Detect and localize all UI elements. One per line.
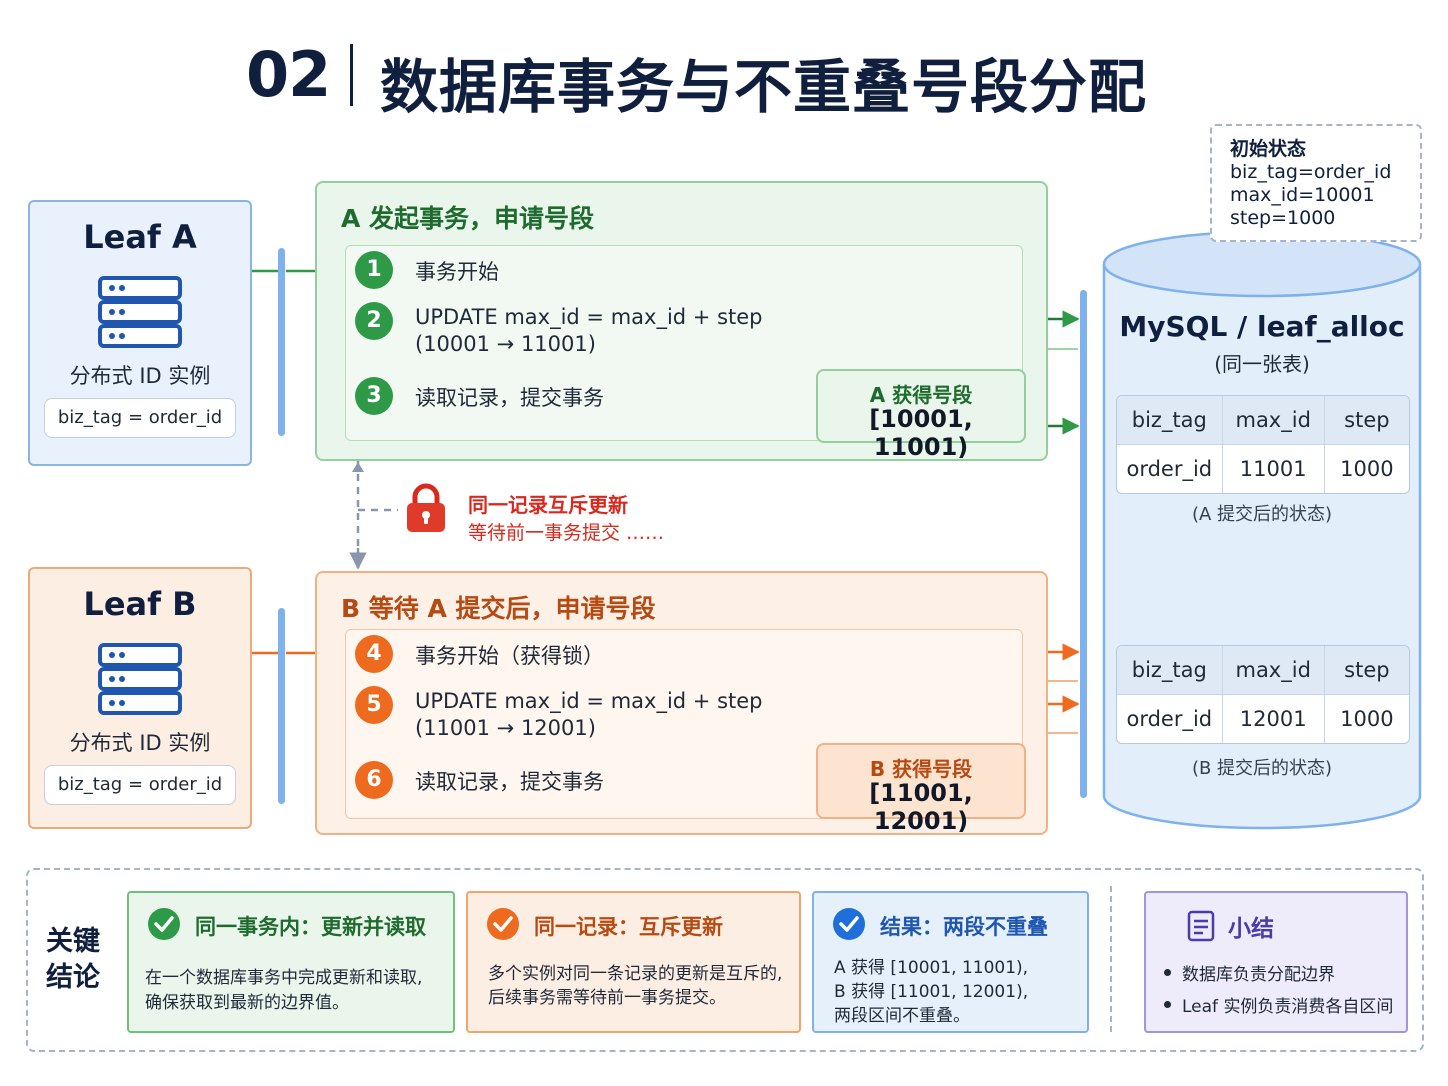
result-b-title: B 获得号段 bbox=[869, 757, 973, 781]
bullet bbox=[1164, 1001, 1171, 1008]
result-a-box: A 获得号段 [10001, 11001) bbox=[816, 369, 1026, 461]
leaf-b-card: Leaf B 分布式 ID 实例 biz_tag = order_id bbox=[28, 567, 252, 829]
db-table-a-caption: (A 提交后的状态) bbox=[1191, 504, 1333, 525]
card-line: 后续事务需等待前一事务提交。 bbox=[488, 988, 726, 1008]
table-cell: 11001 bbox=[1222, 444, 1325, 493]
lock-subtitle: 等待前一事务提交 …… bbox=[468, 522, 665, 544]
card-line: 在一个数据库事务中完成更新和读取, bbox=[145, 968, 423, 988]
db-table-b: biz_tag max_id step order_id 12001 1000 bbox=[1116, 645, 1410, 744]
document-icon bbox=[1187, 910, 1215, 942]
database-bus bbox=[1080, 290, 1087, 798]
step-text: 读取记录，提交事务 bbox=[415, 386, 604, 410]
initial-state-title: 初始状态 bbox=[1230, 138, 1307, 160]
database-subtitle: (同一张表) bbox=[1214, 352, 1310, 376]
table-cell: order_id bbox=[1117, 444, 1223, 493]
card-line: 多个实例对同一条记录的更新是互斥的, bbox=[488, 964, 783, 984]
conclusion-label-line: 结论 bbox=[46, 962, 100, 993]
step-number: 4 bbox=[355, 635, 393, 673]
step-number: 1 bbox=[355, 251, 393, 289]
leaf-b-bus bbox=[278, 608, 285, 804]
leaf-a-tag: biz_tag = order_id bbox=[44, 398, 236, 438]
leaf-b-label: 分布式 ID 实例 bbox=[69, 731, 211, 755]
column-header: step bbox=[1324, 646, 1409, 695]
card-title: 小结 bbox=[1228, 916, 1274, 942]
step-text: 读取记录，提交事务 bbox=[415, 770, 604, 794]
initial-state-line: max_id=10001 bbox=[1230, 184, 1375, 206]
table-cell: order_id bbox=[1117, 694, 1223, 743]
card-line: Leaf 实例负责消费各自区间 bbox=[1182, 997, 1394, 1017]
conclusion-card-mutex: 同一记录：互斥更新 多个实例对同一条记录的更新是互斥的, 后续事务需等待前一事务… bbox=[466, 891, 801, 1033]
card-line: A 获得 [10001, 11001), bbox=[834, 958, 1029, 978]
result-a-range: [10001, 11001) bbox=[869, 405, 973, 461]
check-circle-icon bbox=[487, 908, 519, 940]
server-icon bbox=[98, 276, 182, 348]
leaf-b-title: Leaf B bbox=[83, 585, 197, 623]
conclusion-frame bbox=[26, 868, 1424, 1052]
step-number: 2 bbox=[355, 302, 393, 340]
step-text: UPDATE max_id = max_id + step bbox=[415, 305, 763, 329]
leaf-a-bus bbox=[278, 248, 285, 436]
check-circle-icon bbox=[833, 908, 865, 940]
lock-icon bbox=[407, 483, 445, 532]
transaction-b-title: B 等待 A 提交后，申请号段 bbox=[341, 594, 656, 623]
initial-state-note: 初始状态 biz_tag=order_id max_id=10001 step=… bbox=[1210, 124, 1422, 242]
database-title: MySQL / leaf_alloc bbox=[1119, 310, 1405, 343]
conclusion-label-line: 关键 bbox=[46, 926, 100, 957]
column-header: step bbox=[1324, 396, 1409, 445]
card-title: 结果：两段不重叠 bbox=[880, 915, 1048, 939]
transaction-a-title: A 发起事务，申请号段 bbox=[341, 204, 595, 233]
card-line: 数据库负责分配边界 bbox=[1182, 965, 1335, 985]
table-row: order_id 12001 1000 bbox=[1117, 694, 1409, 743]
conclusion-card-result: 结果：两段不重叠 A 获得 [10001, 11001), B 获得 [1100… bbox=[812, 891, 1089, 1033]
lock-title: 同一记录互斥更新 bbox=[468, 493, 628, 517]
column-header: max_id bbox=[1222, 396, 1325, 445]
step-subtext: (11001 → 12001) bbox=[415, 716, 596, 740]
leaf-b-tag: biz_tag = order_id bbox=[44, 765, 236, 805]
step-number: 5 bbox=[355, 686, 393, 724]
page-title: 数据库事务与不重叠号段分配 bbox=[380, 53, 1148, 121]
conclusion-divider bbox=[1110, 886, 1112, 1032]
title-separator bbox=[350, 44, 353, 106]
table-cell: 12001 bbox=[1222, 694, 1325, 743]
column-header: biz_tag bbox=[1117, 396, 1223, 445]
card-line: B 获得 [11001, 12001), bbox=[834, 982, 1029, 1002]
step-text: 事务开始（获得锁） bbox=[415, 644, 604, 668]
table-cell: 1000 bbox=[1340, 457, 1394, 481]
db-table-b-caption: (B 提交后的状态) bbox=[1191, 758, 1333, 779]
step-subtext: (10001 → 11001) bbox=[415, 332, 596, 356]
card-line: 确保获取到最新的边界值。 bbox=[145, 993, 349, 1013]
conclusion-label: 关键 结论 bbox=[46, 924, 106, 996]
step-number: 3 bbox=[355, 377, 393, 415]
step-text: 事务开始 bbox=[415, 260, 499, 284]
leaf-a-label: 分布式 ID 实例 bbox=[69, 364, 211, 388]
column-header: biz_tag bbox=[1117, 646, 1223, 695]
step-text: UPDATE max_id = max_id + step bbox=[415, 689, 763, 713]
result-a-title: A 获得号段 bbox=[869, 383, 973, 407]
title-number: 02 bbox=[246, 38, 331, 111]
leaf-a-card: Leaf A 分布式 ID 实例 biz_tag = order_id bbox=[28, 200, 252, 466]
initial-state-line: biz_tag=order_id bbox=[1230, 161, 1392, 183]
table-row: order_id 11001 1000 bbox=[1117, 444, 1409, 493]
db-table-a: biz_tag max_id step order_id 11001 1000 bbox=[1116, 395, 1410, 494]
conclusion-card-summary: 小结 数据库负责分配边界 Leaf 实例负责消费各自区间 bbox=[1144, 891, 1408, 1033]
table-cell: 1000 bbox=[1340, 707, 1394, 731]
leaf-a-title: Leaf A bbox=[83, 218, 197, 256]
result-b-range: [11001, 12001) bbox=[869, 779, 973, 835]
result-b-box: B 获得号段 [11001, 12001) bbox=[816, 743, 1026, 835]
check-circle-icon bbox=[148, 908, 180, 940]
server-icon bbox=[98, 643, 182, 715]
step-number: 6 bbox=[355, 761, 393, 799]
conclusion-card-transaction: 同一事务内：更新并读取 在一个数据库事务中完成更新和读取, 确保获取到最新的边界… bbox=[127, 891, 455, 1033]
column-header: max_id bbox=[1222, 646, 1325, 695]
card-title: 同一记录：互斥更新 bbox=[534, 915, 723, 939]
bullet bbox=[1164, 969, 1171, 976]
card-title: 同一事务内：更新并读取 bbox=[195, 915, 426, 939]
card-line: 两段区间不重叠。 bbox=[834, 1006, 970, 1026]
initial-state-line: step=1000 bbox=[1230, 207, 1336, 229]
